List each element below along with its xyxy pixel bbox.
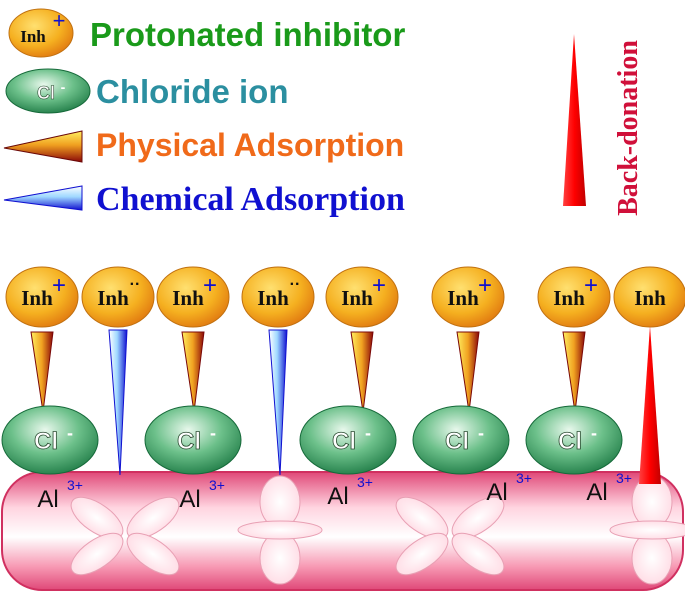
chloride-ion: Cl- [525,405,623,475]
chloride-charge: - [67,423,73,443]
inhibitor-row: Inh+Inh··Inh+Inh··Inh+Inh+Inh+Inh [5,266,685,328]
inhibitor-charge: + [478,272,492,299]
inhibitor-label: Inh [447,286,479,310]
chemical-adsorption-wedge [108,329,128,476]
aluminum-charge: 3+ [616,470,632,486]
aluminum-ion: Al 3+ [179,477,225,513]
chemical-adsorption-wedge [268,329,288,476]
chloride-label: Cl [177,428,201,455]
inhibitor-charge: + [52,272,66,299]
physical-adsorption-wedge [350,331,374,413]
aluminum-label: Al [586,479,607,506]
legend-physical-wedge [3,130,83,163]
inhibitor-charge: + [372,272,386,299]
legend-inhibitor-label: Inh [20,27,46,46]
inhibitor-molecule: Inh+ [156,266,230,328]
aluminum-label: Al [37,486,58,513]
physical-adsorption-wedge [456,331,480,413]
legend-inhibitor-ball: Inh + [8,8,74,58]
aluminum-charge: 3+ [67,477,83,493]
chloride-charge: - [591,423,597,443]
inhibitor-label: Inh [634,286,666,310]
inhibitor-charge: + [203,272,217,299]
inhibitor-molecule: Inh [613,266,685,328]
inhibitor-label: Inh [341,286,373,310]
legend-physical-text: Physical Adsorption [96,127,404,163]
inhibitor-molecule: Inh+ [431,266,505,328]
inhibitor-charge: + [584,272,598,299]
inhibitor-molecule: Inh+ [537,266,611,328]
chloride-label: Cl [558,428,582,455]
inhibitor-label: Inh [553,286,585,310]
inhibitor-label: Inh [172,286,204,310]
chloride-ion: Cl- [412,405,510,475]
adsorption-wedges [30,326,661,484]
inhibitor-label: Inh [21,286,53,310]
aluminum-charge: 3+ [516,470,532,486]
legend-protonated-text: Protonated inhibitor [90,16,405,53]
legend-chloride-ball: Cl - [5,68,91,114]
chloride-ion: Cl- [144,405,242,475]
chloride-label: Cl [332,428,356,455]
aluminum-label: Al [486,479,507,506]
chloride-row: Cl-Cl-Cl-Cl-Cl- [1,405,623,475]
chloride-ion: Cl- [299,405,397,475]
chloride-charge: - [478,423,484,443]
legend-backdonation-text: Back-donation [613,40,644,216]
backdonation-wedge [639,326,661,484]
aluminum-surface [1,471,685,591]
legend: Inh + Protonated inhibitor Cl - Chloride… [3,8,644,218]
inhibitor-label: Inh [97,286,129,310]
inhibitor-lone-pair: ·· [130,276,141,293]
aluminum-ion: Al 3+ [37,477,83,513]
legend-chemical-wedge [3,185,83,211]
orbital-lobes [70,475,685,585]
legend-backdonation-wedge [563,34,586,206]
physical-adsorption-wedge [30,331,54,413]
aluminum-row: Al 3+ Al 3+ Al 3+ Al 3+ Al 3+ [37,470,632,513]
inhibitor-molecule: Inh+ [325,266,399,328]
legend-chloride-charge: - [61,79,66,95]
physical-adsorption-wedge [181,331,205,413]
chloride-ion: Cl- [1,405,99,475]
aluminum-ion: Al 3+ [586,470,632,506]
chloride-label: Cl [34,428,58,455]
aluminum-charge: 3+ [357,474,373,490]
inhibitor-lone-pair: ·· [290,276,301,293]
inhibitor-molecule: Inh·· [81,266,155,328]
aluminum-ion: Al 3+ [327,474,373,510]
aluminum-label: Al [327,483,348,510]
aluminum-label: Al [179,486,200,513]
chloride-charge: - [365,423,371,443]
legend-chemical-text: Chemical Adsorption [96,181,405,218]
chloride-label: Cl [445,428,469,455]
legend-chloride-label: Cl [37,83,55,103]
inhibitor-molecule: Inh·· [241,266,315,328]
inhibitor-molecule: Inh+ [5,266,79,328]
legend-chloride-text: Chloride ion [96,73,289,110]
physical-adsorption-wedge [562,331,586,413]
aluminum-charge: 3+ [209,477,225,493]
legend-inhibitor-charge: + [53,8,66,33]
inhibitor-label: Inh [257,286,289,310]
chloride-charge: - [210,423,216,443]
aluminum-ion: Al 3+ [486,470,532,506]
